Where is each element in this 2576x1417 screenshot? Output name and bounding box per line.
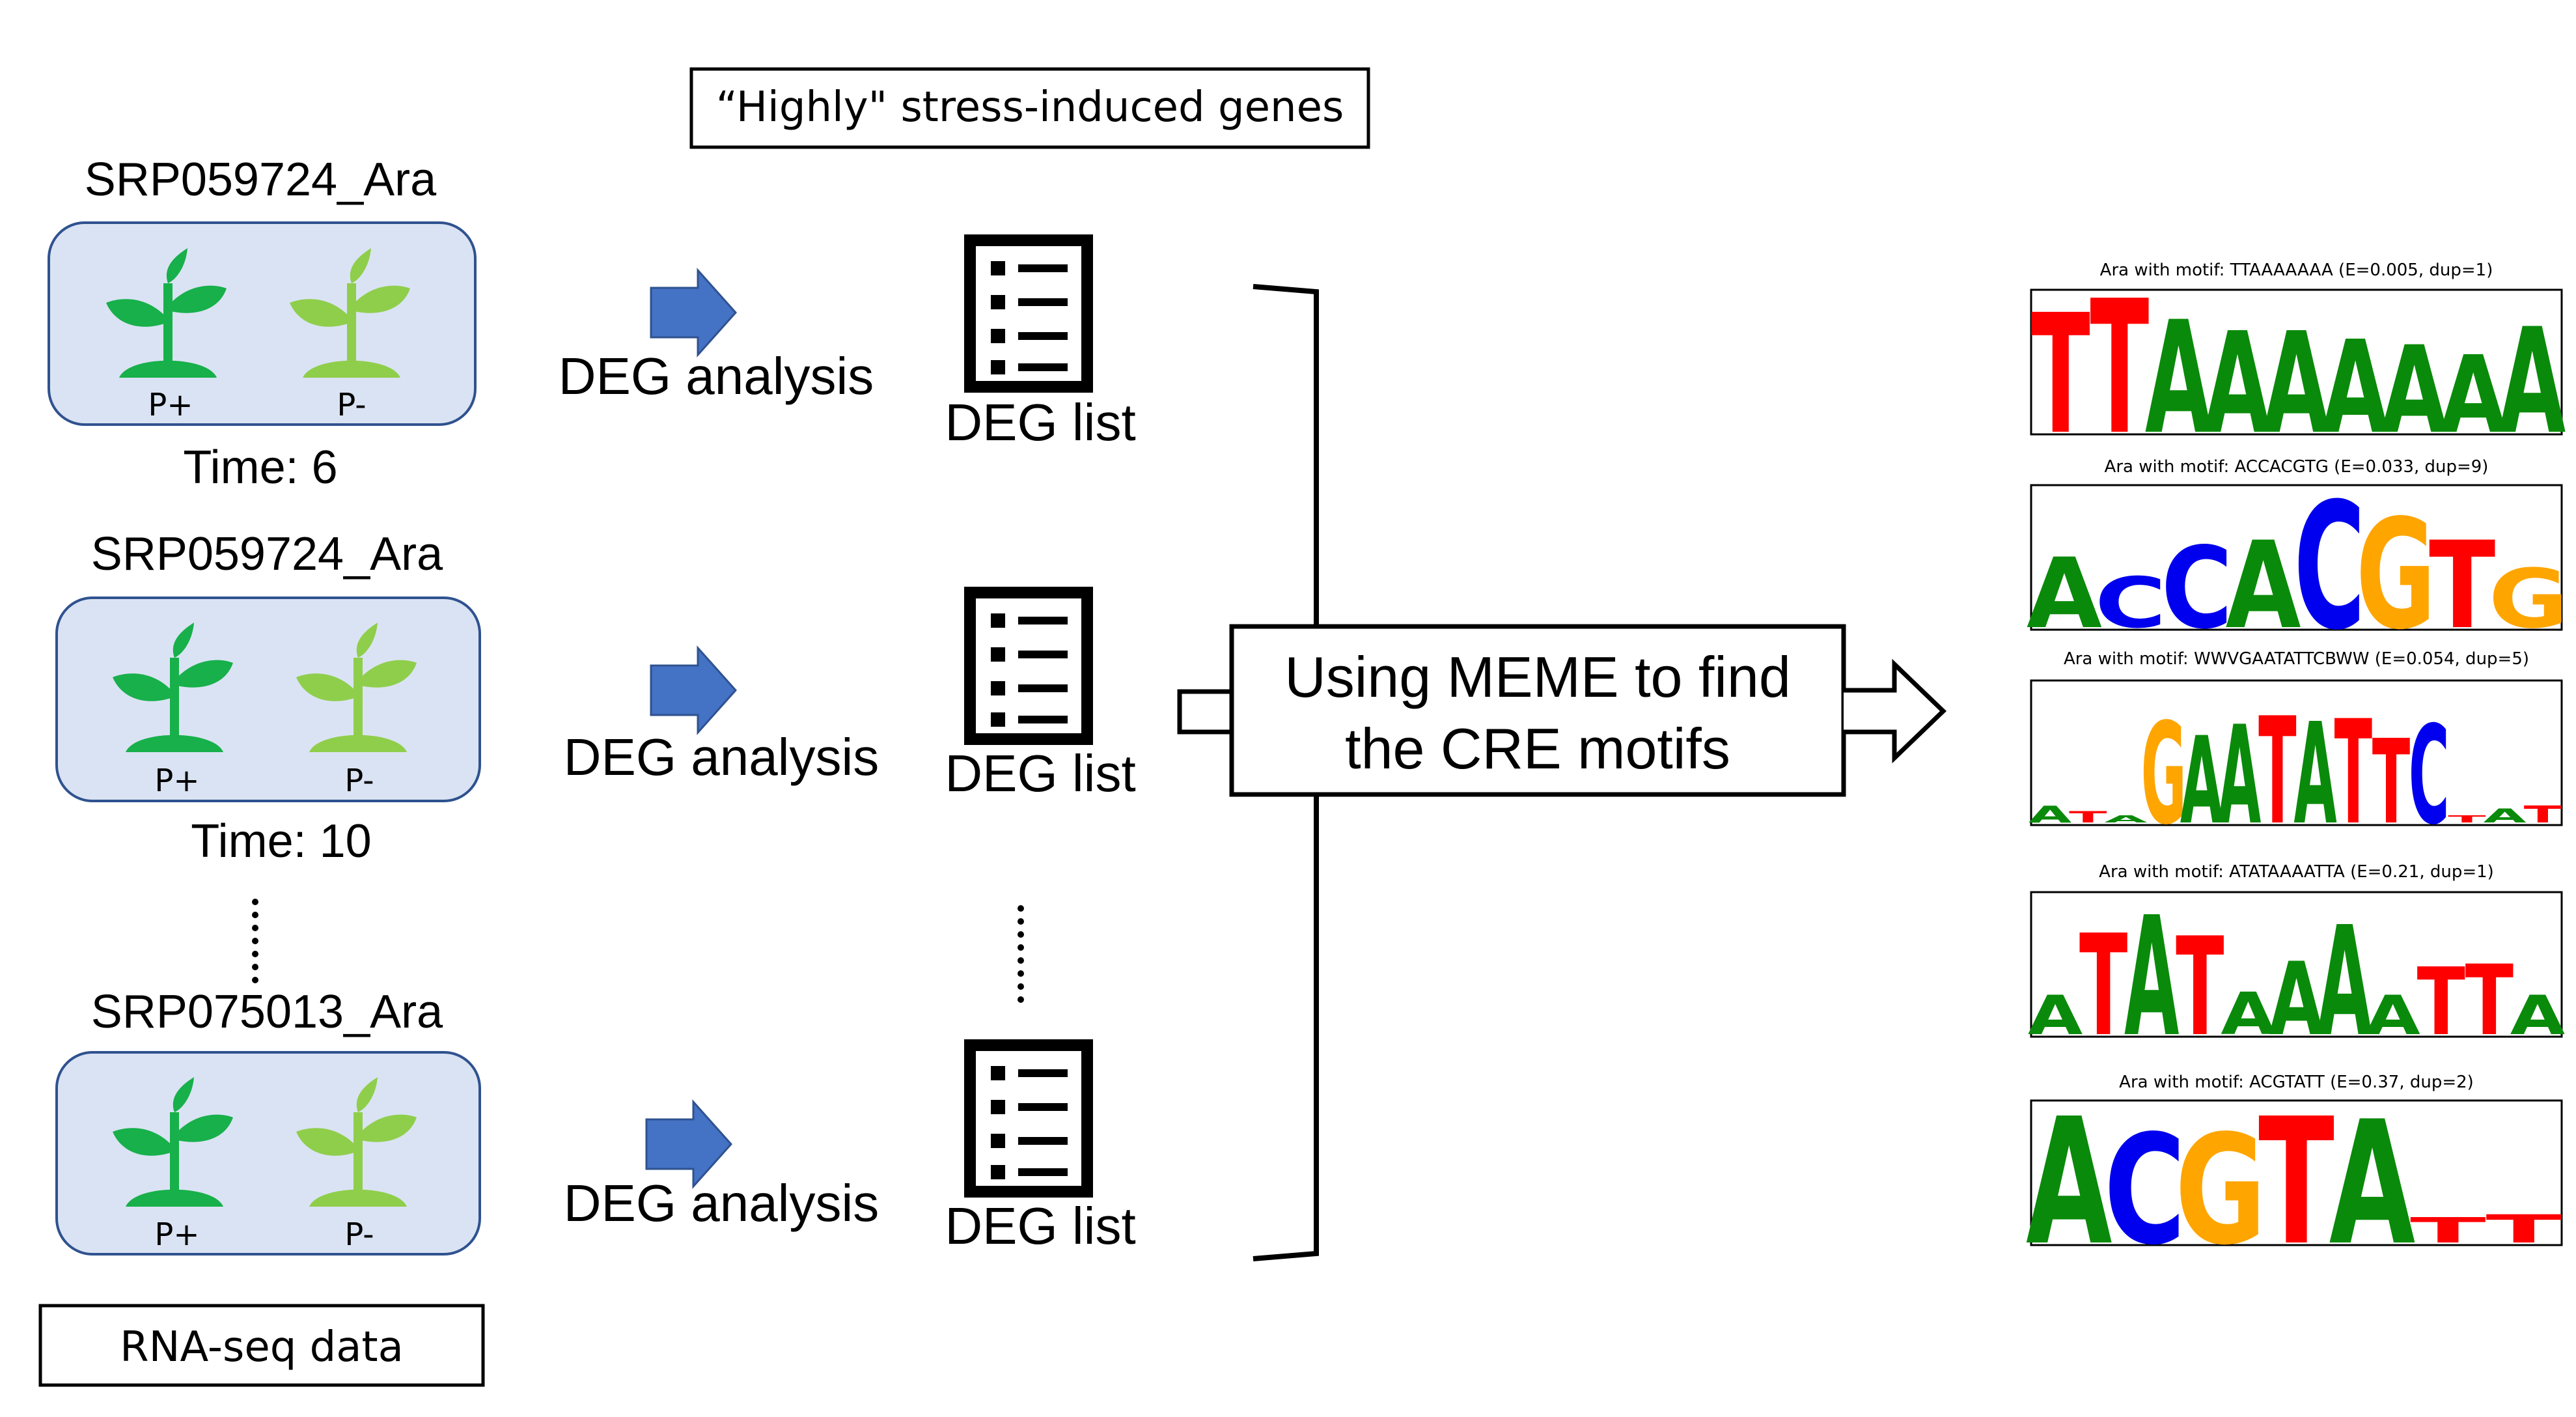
motif-letter: A (2510, 984, 2565, 1047)
highly-induced-box (689, 67, 1370, 149)
sample-3-neg-label: P- (344, 1216, 374, 1253)
motif-logo-frame (2030, 484, 2563, 631)
motif-logo-frame (2030, 288, 2563, 436)
motif-letter: G (2356, 488, 2436, 664)
deg-analysis-label: DEG analysis (564, 728, 879, 786)
deg-analysis-label: DEG analysis (559, 347, 874, 405)
ellipsis-dots-middle (1018, 905, 1024, 1003)
motif-letter: A (2028, 984, 2083, 1047)
motif-letter: T (2410, 1210, 2486, 1250)
sample-2-pos-label: P+ (154, 763, 199, 799)
right-arrow-icon (650, 269, 737, 356)
motif-letter: A (2499, 298, 2566, 467)
highly-induced-label: “Highly" stress-induced genes (716, 83, 1344, 132)
motif-logos: Ara with motif: TTAAAAAAA (E=0.005, dup=… (2026, 260, 2569, 1284)
sample-1-neg-label: P- (337, 387, 366, 423)
motif-letter: T (2429, 516, 2495, 656)
sample-1-time: Time: 6 (183, 442, 337, 494)
motif-letter: A (2293, 694, 2336, 856)
motif-letter: A (2029, 801, 2072, 828)
motif-letter: A (2317, 894, 2372, 1070)
motif-letter: A (2226, 516, 2301, 656)
motif-letter: A (2263, 303, 2330, 466)
motif-title: Ara with motif: ATATAAAATTA (E=0.21, dup… (2099, 862, 2494, 882)
motif-letter: A (2221, 981, 2275, 1048)
motif-letter: A (2026, 1081, 2112, 1284)
motif-letter: T (2258, 686, 2296, 858)
motif-title: Ara with motif: ACCACGTG (E=0.033, dup=9… (2105, 457, 2489, 477)
motif-title: Ara with motif: ACGTATT (E=0.37, dup=2) (2119, 1073, 2474, 1092)
sample-1-pos-label: P+ (148, 387, 193, 423)
right-arrow-icon (650, 647, 737, 734)
motif-letter: A (2440, 334, 2507, 458)
document-list-icon (970, 593, 1087, 739)
motif-letter: C (2409, 696, 2450, 854)
motif-letter: G (2175, 1103, 2267, 1279)
motif-letter: T (2176, 909, 2224, 1067)
motif-letter: A (2329, 1086, 2416, 1284)
sample-2-time: Time: 10 (191, 815, 371, 867)
document-list-icon (970, 240, 1087, 387)
motif-letter: G (2489, 552, 2569, 647)
ellipsis-dots-left (252, 899, 258, 983)
sample-1-name: SRP059724_Ara (85, 154, 437, 206)
motif-letter: C (2293, 466, 2365, 669)
sample-3-pos-label: P+ (154, 1216, 199, 1253)
motif-letter: T (2486, 1207, 2562, 1252)
motif-letter: T (2069, 808, 2107, 826)
motif-letter: T (2258, 1081, 2334, 1284)
deg-analysis-label: DEG analysis (564, 1174, 879, 1232)
sample-1-panel (48, 221, 477, 426)
motif-letter: A (2204, 303, 2271, 466)
motif-letter: A (2027, 538, 2102, 651)
document-list-icon (970, 1045, 1087, 1192)
motif-letter: T (2465, 944, 2514, 1057)
motif-logo-frame (2030, 1099, 2563, 1246)
rnaseq-label: RNA-seq data (120, 1323, 404, 1371)
motif-letter: C (2095, 563, 2167, 644)
motif-title: Ara with motif: WWVGAATATTCBWW (E=0.054,… (2064, 649, 2529, 669)
motif-letter: A (2322, 313, 2389, 462)
meme-box (1229, 624, 1846, 797)
meme-line-2: the CRE motifs (1345, 716, 1730, 781)
motif-letter: A (2218, 696, 2261, 854)
motif-letter: T (2031, 279, 2090, 471)
motif-logo-frame (2030, 679, 2563, 826)
motif-title: Ara with motif: TTAAAAAAA (E=0.005, dup=… (2100, 260, 2493, 280)
motif-letter: G (2141, 694, 2187, 856)
deg-list-label: DEG list (945, 744, 1135, 802)
connector-notch (1177, 689, 1234, 735)
motif-letter: A (2269, 941, 2323, 1058)
sample-2-panel (55, 596, 481, 802)
motif-letter: A (2366, 984, 2420, 1047)
motif-logo-frame (2030, 891, 2563, 1038)
motif-letter: C (2104, 1103, 2186, 1279)
motif-letter: A (2180, 711, 2223, 850)
output-arrow-icon (1844, 658, 1947, 764)
motif-letter: T (2079, 905, 2127, 1068)
sample-3-panel (55, 1051, 481, 1256)
deg-list-label: DEG list (945, 393, 1135, 451)
motif-letter: T (2524, 801, 2562, 828)
deg-list-label: DEG list (945, 1197, 1135, 1255)
sample-3-name: SRP075013_Ara (91, 986, 443, 1038)
motif-letter: T (2090, 262, 2149, 476)
motif-letter: A (2484, 805, 2527, 827)
motif-letter: T (2448, 813, 2486, 824)
sample-2-neg-label: P- (344, 763, 374, 799)
motif-letter: A (2145, 288, 2212, 468)
motif-letter: T (2417, 947, 2465, 1056)
motif-letter: T (2334, 690, 2372, 857)
meme-line-1: Using MEME to find (1284, 645, 1791, 709)
rnaseq-box (38, 1304, 485, 1387)
motif-letter: A (2124, 881, 2179, 1073)
motif-letter: A (2104, 813, 2148, 824)
motif-letter: T (2372, 714, 2410, 850)
sample-2-name: SRP059724_Ara (91, 528, 443, 580)
motif-letter: A (2381, 320, 2448, 460)
motif-letter: C (2161, 524, 2233, 654)
